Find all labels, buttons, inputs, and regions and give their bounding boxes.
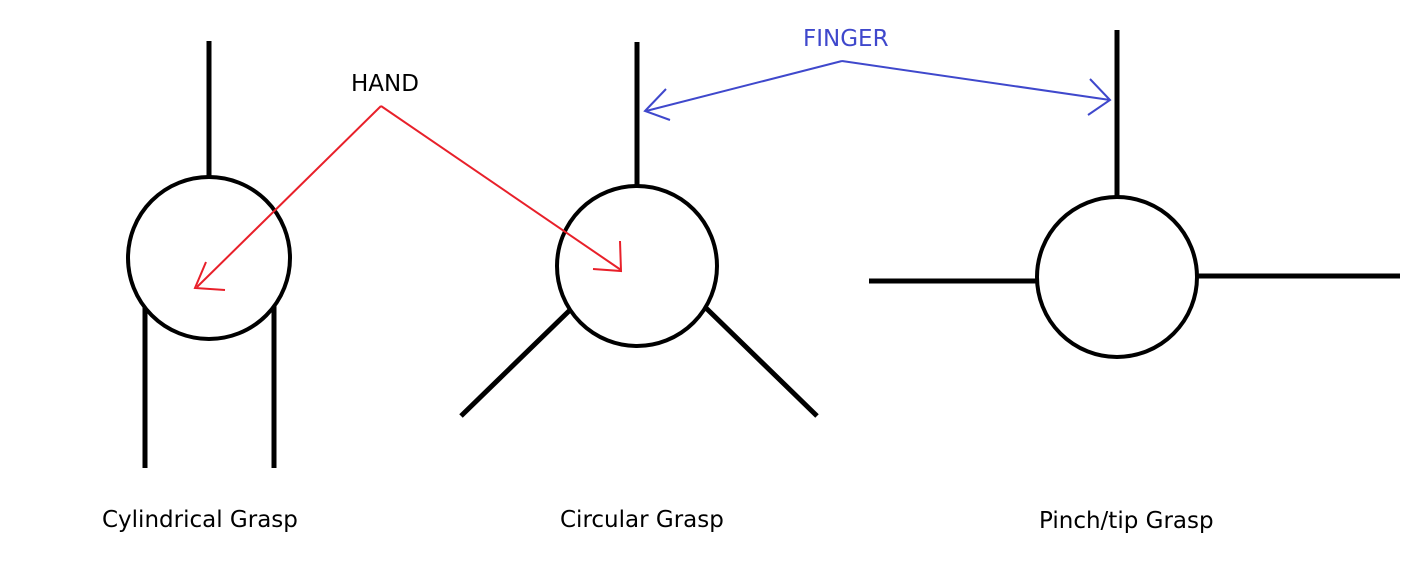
finger-arrow-right-head (1087, 78, 1112, 116)
hand-arrow-left (196, 105, 382, 288)
finger-arrow-right (841, 60, 1111, 101)
circular-right-finger (704, 306, 819, 418)
cylindrical-hand-circle (126, 175, 292, 341)
circular-hand-circle (555, 184, 719, 348)
hand-arrow-right-head (592, 240, 623, 273)
circular-left-finger (459, 308, 572, 418)
hand-label: HAND (351, 71, 419, 97)
circular-grasp (459, 42, 819, 418)
finger-arrow-left-head (643, 88, 671, 121)
finger-arrows (643, 60, 1112, 121)
pinch-tip-caption: Pinch/tip Grasp (1039, 508, 1214, 534)
circular-caption: Circular Grasp (560, 507, 724, 533)
pinch-hand-circle (1035, 195, 1199, 359)
cylindrical-caption: Cylindrical Grasp (102, 507, 298, 533)
hand-arrow-right (380, 105, 622, 271)
hand-arrow-left-head (193, 261, 226, 291)
cylindrical-grasp (126, 41, 292, 468)
hand-arrows (193, 105, 623, 291)
finger-label: FINGER (803, 26, 889, 52)
finger-arrow-left (645, 60, 843, 112)
pinch-tip-grasp (869, 30, 1400, 359)
